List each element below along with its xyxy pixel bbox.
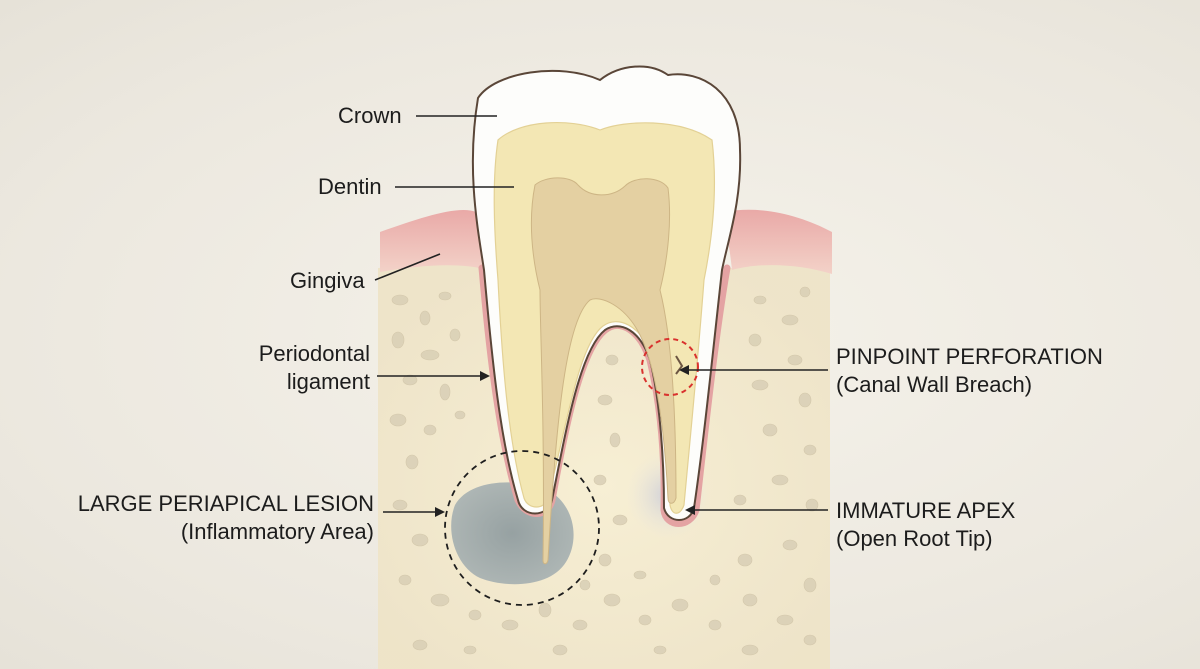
pinpoint-perforation-marker (641, 338, 699, 396)
label-perforation-line2: (Canal Wall Breach) (836, 372, 1033, 397)
label-lesion-line1: LARGE PERIAPICAL LESION (77, 491, 374, 516)
label-perforation-line1: PINPOINT PERFORATION (836, 344, 1103, 369)
label-periodontal-line2: ligament (286, 369, 370, 394)
gingiva-leader-line (374, 253, 441, 281)
lesion-dashed-circle (444, 450, 600, 606)
label-gingiva: Gingiva (290, 268, 365, 293)
label-apex-line1: IMMATURE APEX (836, 498, 1016, 523)
label-dentin: Dentin (318, 174, 382, 199)
gingiva-tissue (380, 209, 832, 274)
tooth-pulp (530, 177, 677, 565)
label-lesion-line2: (Inflammatory Area) (180, 519, 374, 544)
periodontal-arrow (377, 371, 490, 381)
label-periodontal-ligament: Periodontal ligament (220, 340, 370, 396)
perforation-arrow (679, 365, 828, 375)
label-pinpoint-perforation: PINPOINT PERFORATION (Canal Wall Breach) (836, 343, 1103, 399)
label-apex-line2: (Open Root Tip) (836, 526, 993, 551)
label-immature-apex: IMMATURE APEX (Open Root Tip) (836, 497, 1015, 553)
label-periodontal-line1: Periodontal (258, 341, 370, 366)
label-periapical-lesion: LARGE PERIAPICAL LESION (Inflammatory Ar… (40, 490, 374, 546)
lesion-arrow (383, 507, 445, 517)
apex-arrow (685, 505, 828, 515)
label-crown: Crown (338, 103, 402, 128)
